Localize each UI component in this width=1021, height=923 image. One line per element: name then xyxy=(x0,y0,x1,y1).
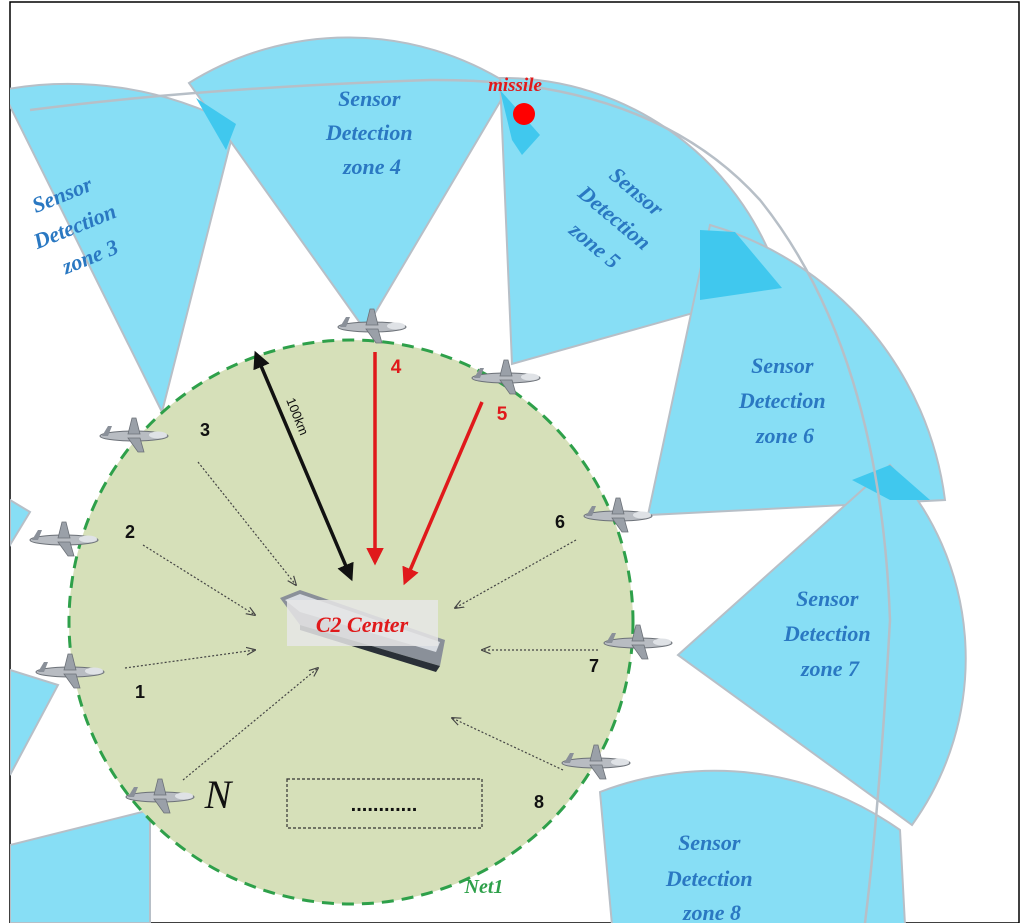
sensor-zone-partial-w2 xyxy=(10,668,60,776)
link-arrow-8 xyxy=(452,718,564,771)
node-label-2: 2 xyxy=(125,522,135,542)
uav-5-icon xyxy=(471,359,541,395)
node-label-6: 6 xyxy=(555,512,565,532)
uav-7-icon xyxy=(603,624,673,660)
zone-overlap xyxy=(196,98,236,150)
sensor-zone-partial-sw xyxy=(10,808,151,923)
range-arrow xyxy=(253,350,354,582)
uav-2-icon xyxy=(29,521,99,557)
sensor-zone-6 xyxy=(646,223,947,517)
sensor-zone-7 xyxy=(676,463,967,827)
node-label-1: 1 xyxy=(135,682,145,702)
zone-7-label: Sensor Detection zone 7 xyxy=(783,586,876,681)
c2-center-label: C2 Center xyxy=(316,612,409,637)
sensor-zone-4 xyxy=(187,36,512,332)
zone-4-label: Sensor Detection zone 4 xyxy=(325,86,418,179)
node-label-3: 3 xyxy=(200,420,210,440)
uav-4-icon xyxy=(337,308,407,344)
orbit-arc xyxy=(29,78,892,923)
zone-6-label: Sensor Detection zone 6 xyxy=(738,353,831,448)
node-label-n: N xyxy=(204,772,234,817)
zone-8-label: Sensor Detection zone 8 xyxy=(665,830,758,923)
missile-label: missile xyxy=(488,75,542,96)
node-label-5: 5 xyxy=(497,404,508,425)
uav-n-icon xyxy=(125,778,195,814)
uav-1-icon xyxy=(35,653,105,689)
net1-label: Net1 xyxy=(464,876,504,898)
uav-6-icon xyxy=(583,497,653,533)
sensor-zone-8 xyxy=(598,769,906,923)
alert-arrow-5 xyxy=(402,401,484,586)
link-arrow-n xyxy=(182,668,318,781)
uav-3-icon xyxy=(99,417,169,453)
zone-overlap xyxy=(852,465,930,500)
c2-label-box xyxy=(287,600,438,646)
node-label-7: 7 xyxy=(589,656,599,676)
link-arrow-6 xyxy=(455,539,577,608)
node-label-8: 8 xyxy=(534,792,544,812)
zone-overlap xyxy=(700,230,782,300)
uav-8-icon xyxy=(561,744,631,780)
missile-marker xyxy=(513,103,535,125)
ellipsis-label: ............ xyxy=(351,794,418,816)
uav-icons xyxy=(29,308,673,814)
sensor-zone-partial-w1 xyxy=(10,498,32,547)
link-arrow-1 xyxy=(124,650,255,669)
ellipsis-box xyxy=(286,778,483,829)
node-label-4: 4 xyxy=(391,357,402,378)
